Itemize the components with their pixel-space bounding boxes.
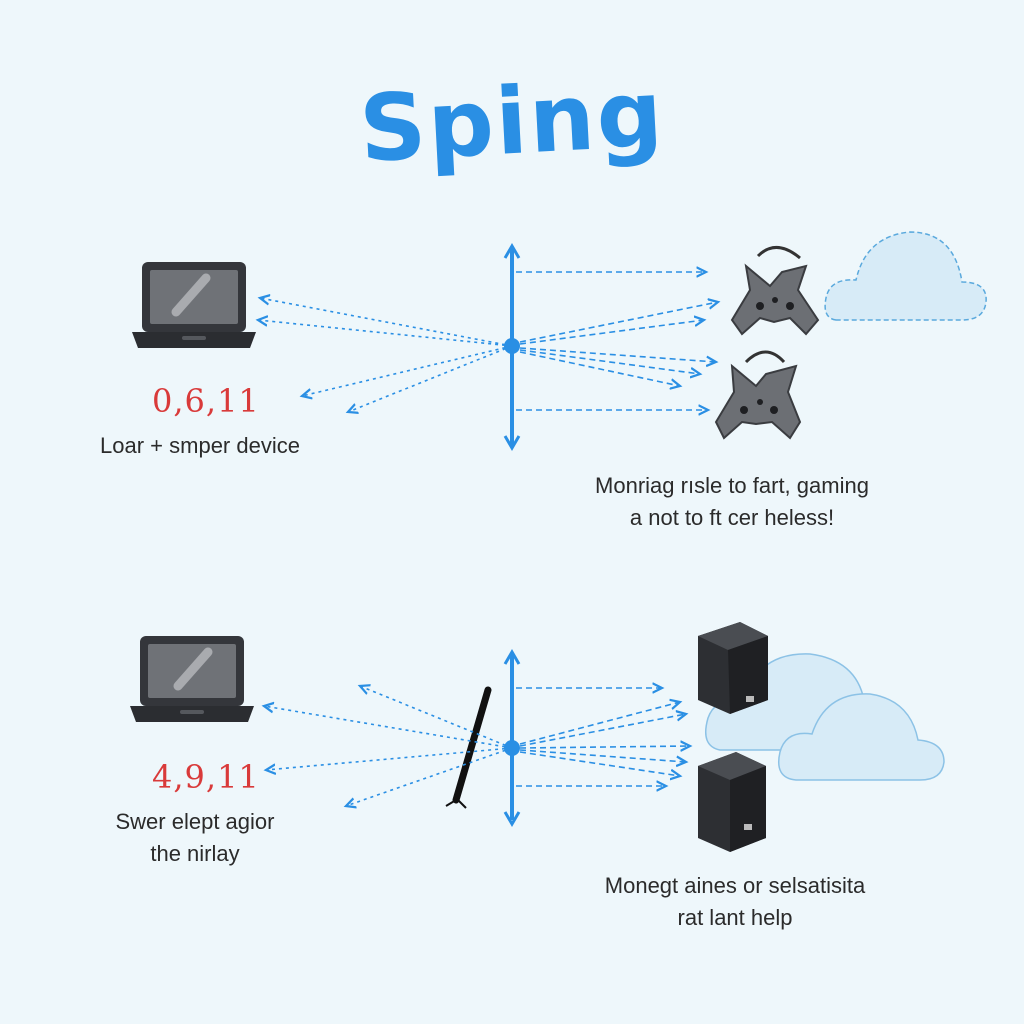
right-rays (516, 272, 718, 410)
left-rays (258, 298, 513, 412)
left-rays (264, 686, 513, 806)
laptop-icon (132, 262, 256, 348)
laptop-icon (130, 636, 254, 722)
top-target-caption-line1: Monriag rısle to fart, gaming (595, 473, 869, 498)
top-device-caption: Loar + smper device (100, 433, 300, 458)
right-rays (516, 688, 690, 786)
bottom-target-caption-line2: rat lant help (677, 905, 793, 930)
server-icon (698, 752, 766, 852)
top-device-value: 0,6,11 (152, 382, 260, 420)
bottom-device-caption-line1: Swer elept agior (115, 809, 275, 834)
gamepad-icon (714, 350, 802, 440)
bottom-device-caption-line2: the nirlay (150, 841, 240, 866)
stylus-icon (445, 686, 492, 809)
gamepad-icon (730, 246, 820, 336)
bottom-target-caption-line1: Monegt aines or selsatisita (604, 873, 866, 898)
signal-axis (503, 649, 521, 827)
signal-axis (503, 243, 521, 451)
cloud-icon (705, 653, 945, 781)
cloud-icon (824, 231, 987, 321)
bottom-device-value: 4,9,11 (152, 758, 260, 796)
top-target-caption-line2: a not to ft cer heless! (629, 505, 835, 530)
server-icon (698, 622, 768, 714)
